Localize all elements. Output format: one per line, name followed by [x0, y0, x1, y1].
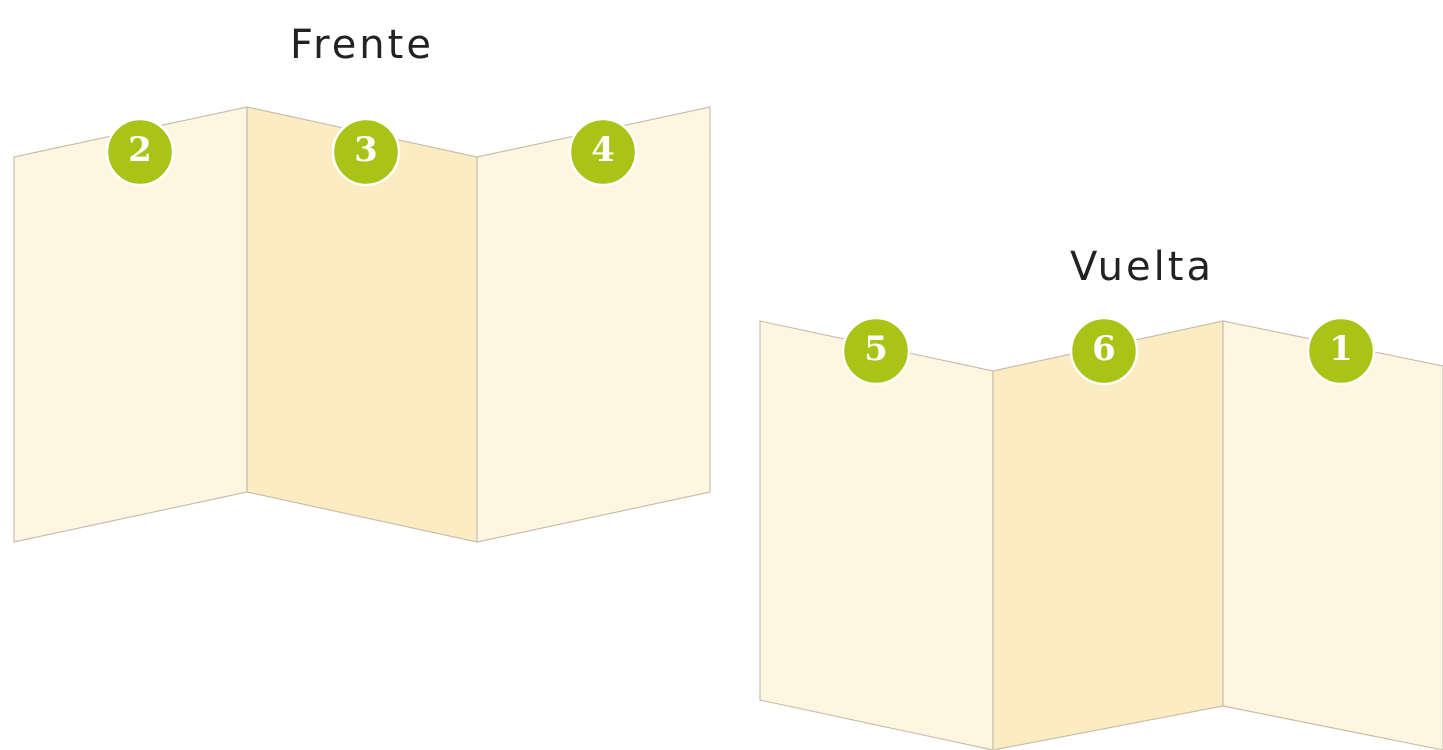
- back-panel-1: [1222, 320, 1443, 750]
- back-badge-6: 6: [1069, 316, 1139, 386]
- front-badge-2-number: 2: [128, 130, 152, 170]
- back-badge-1-number: 1: [1329, 329, 1353, 369]
- front-badge-3-number: 3: [354, 130, 378, 170]
- back-title: Vuelta: [1070, 244, 1214, 290]
- front-badge-4: 4: [568, 117, 638, 187]
- back-badge-5: 5: [841, 316, 911, 386]
- front-badge-2: 2: [105, 117, 175, 187]
- front-badge-4-number: 4: [591, 130, 615, 170]
- back-panel-5: [759, 320, 994, 750]
- back-panel-6: [992, 320, 1224, 750]
- front-title: Frente: [290, 22, 434, 68]
- back-side: Vuelta 5 6 1: [759, 244, 1443, 750]
- front-badge-3: 3: [331, 117, 401, 187]
- back-badge-5-number: 5: [864, 329, 888, 369]
- front-panel-4: [476, 106, 711, 543]
- front-side: Frente 2 3 4: [13, 22, 711, 543]
- back-badge-6-number: 6: [1092, 329, 1116, 369]
- back-badge-1: 1: [1306, 316, 1376, 386]
